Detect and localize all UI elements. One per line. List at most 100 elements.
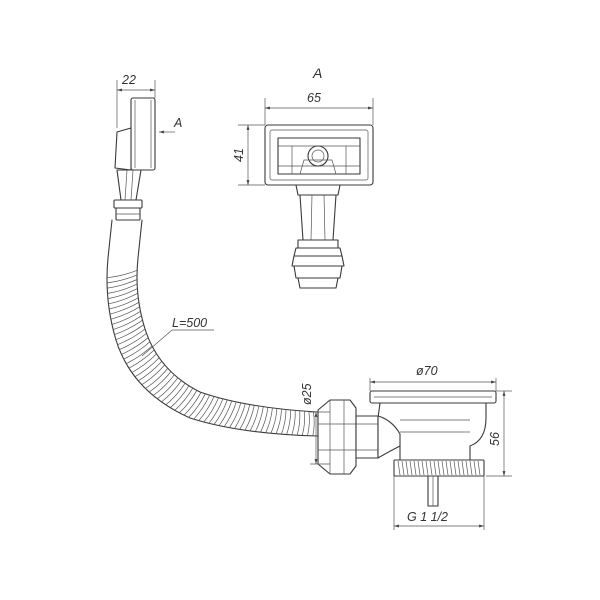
- hose-rib: [114, 319, 143, 335]
- thread-line: [469, 460, 473, 476]
- hose-rib: [229, 402, 242, 428]
- hose-rib: [260, 407, 269, 433]
- thread-line: [405, 460, 409, 476]
- dimension-text-d70: ø70: [416, 364, 438, 378]
- hose-rib: [312, 411, 315, 436]
- thread-line: [429, 460, 433, 476]
- dimension-text-length: L=500: [172, 316, 207, 330]
- dimension-text-22: 22: [121, 73, 136, 87]
- hose-rib: [198, 396, 215, 421]
- thread-line: [409, 460, 413, 476]
- hose-rib: [157, 377, 179, 400]
- hose-rib: [170, 385, 190, 408]
- hose-rib: [307, 411, 310, 436]
- hose-rib: [208, 398, 224, 424]
- hose-rib: [152, 374, 175, 396]
- overflow-outlet: [113, 97, 156, 221]
- view-arrow-label: A: [173, 116, 182, 130]
- thread-line: [413, 460, 417, 476]
- hose-rib: [213, 399, 228, 425]
- dimension-text-41: 41: [232, 148, 246, 162]
- dimension-view-width: 65: [264, 91, 374, 125]
- coupling-nut: [317, 399, 379, 475]
- dimension-strainer-height: 56: [486, 390, 512, 477]
- hose-rib: [113, 315, 142, 330]
- thread-line: [445, 460, 449, 476]
- thread-line: [437, 460, 441, 476]
- hose-rib: [106, 269, 138, 279]
- hose-rib: [275, 408, 282, 434]
- dimension-hose-length: L=500: [141, 316, 214, 357]
- thread-line: [417, 460, 421, 476]
- hose-rib: [270, 408, 278, 434]
- hose-rib: [138, 361, 163, 382]
- hose-rib: [203, 397, 219, 423]
- dimension-hose-diameter: ø25: [300, 383, 330, 465]
- thread-line: [473, 460, 477, 476]
- thread-line: [453, 460, 457, 476]
- view-arrow-a: A: [159, 116, 182, 134]
- hose-rib: [111, 311, 141, 325]
- thread-line: [465, 460, 469, 476]
- dimension-strainer-diameter: ø70: [369, 364, 497, 391]
- hose-rib: [106, 274, 138, 284]
- hose-rib: [244, 405, 255, 431]
- hose-rib: [126, 345, 153, 365]
- hose-rib: [119, 333, 147, 350]
- hose-rib: [165, 383, 186, 406]
- thread-line: [401, 460, 405, 476]
- hose-rib: [107, 288, 138, 299]
- hose-rib: [107, 283, 138, 294]
- hose-rib: [249, 405, 260, 432]
- hose-rib: [183, 392, 202, 416]
- hose-rib: [109, 301, 140, 315]
- thread-line: [397, 460, 401, 476]
- hose-rib: [121, 337, 149, 355]
- hose-rib: [291, 410, 296, 436]
- dimension-text-d25: ø25: [300, 383, 314, 405]
- hose-rib: [109, 297, 139, 310]
- hose-rib: [188, 393, 206, 418]
- hose-rib: [117, 328, 146, 346]
- dimension-text-thread: G 1 1/2: [407, 510, 448, 524]
- hose-rib: [131, 353, 157, 373]
- view-a: A: [264, 65, 374, 289]
- hose-rib: [174, 387, 194, 411]
- thread-line: [477, 460, 481, 476]
- dimension-view-height: 41: [232, 124, 265, 186]
- thread-line: [457, 460, 461, 476]
- thread-line: [433, 460, 437, 476]
- dimension-text-56: 56: [488, 432, 502, 446]
- hose-rib: [115, 324, 144, 341]
- hose-rib: [145, 368, 168, 389]
- hose-rib: [161, 380, 182, 403]
- hose-rib: [265, 407, 273, 433]
- dimension-text-65: 65: [307, 91, 321, 105]
- hose-rib: [281, 409, 287, 435]
- dimension-thread: G 1 1/2: [393, 476, 485, 530]
- hose-rib: [134, 357, 160, 378]
- hose-rib: [301, 411, 305, 436]
- hose-rib: [296, 410, 301, 436]
- hose-rib: [193, 394, 211, 420]
- thread-line: [421, 460, 425, 476]
- hose-rib: [218, 400, 233, 426]
- hose-rib: [239, 404, 251, 430]
- strainer-body: [369, 390, 497, 507]
- hose-rib: [107, 279, 138, 289]
- view-a-title: A: [312, 65, 322, 81]
- hose-rib: [108, 292, 138, 305]
- hose-rib: [149, 371, 172, 393]
- hose-rib: [123, 341, 151, 360]
- hose-rib: [128, 349, 155, 369]
- hose-rib: [254, 406, 264, 432]
- hose-rib: [234, 403, 246, 429]
- hose-rib: [110, 306, 140, 320]
- hose-rib: [141, 364, 165, 385]
- hose-rib: [179, 390, 198, 414]
- hose-rib: [286, 409, 291, 435]
- thread-line: [441, 460, 445, 476]
- hose-rib: [223, 401, 237, 427]
- thread-line: [449, 460, 453, 476]
